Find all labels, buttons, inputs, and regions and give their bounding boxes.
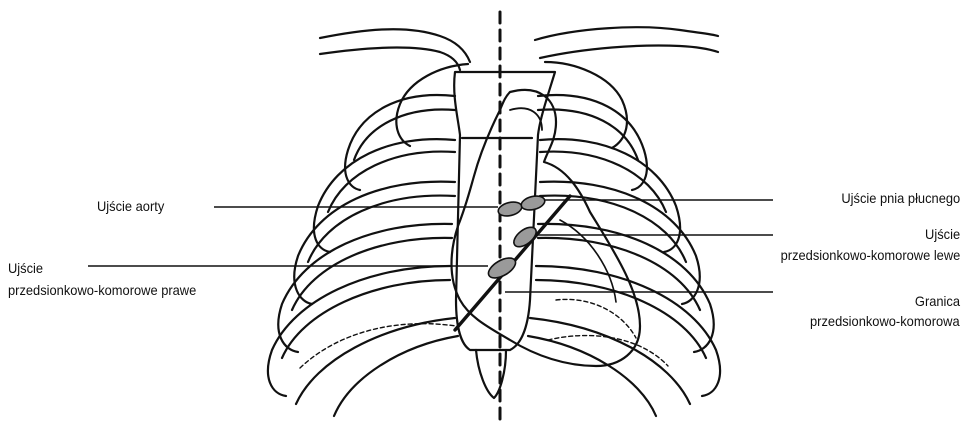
pulmonary-orifice-marker [520,194,546,212]
label-right-av-orifice-line1: Ujście [8,259,43,277]
first-rib-left [396,64,468,146]
label-av-boundary-line1: Granica [915,292,960,310]
first-rib-right [545,62,627,148]
label-left-av-orifice-line1: Ujście [925,225,960,243]
label-right-av-orifice-line2: przedsionkowo-komorowe prawe [8,281,196,299]
ribs-right [528,95,720,416]
label-left-av-orifice-line2: przedsionkowo-komorowe lewe [780,246,960,264]
label-aortic-orifice: Ujście aorty [97,197,164,215]
heart-outline [452,90,641,366]
clavicle-left [320,29,470,70]
label-av-boundary-line2: przedsionkowo-komorowa [810,312,960,330]
ribs-left [268,95,458,416]
clavicle-right [535,27,718,58]
label-pulmonary-orifice: Ujście pnia płucnego [841,189,960,207]
heart-inner-contours [300,299,668,368]
